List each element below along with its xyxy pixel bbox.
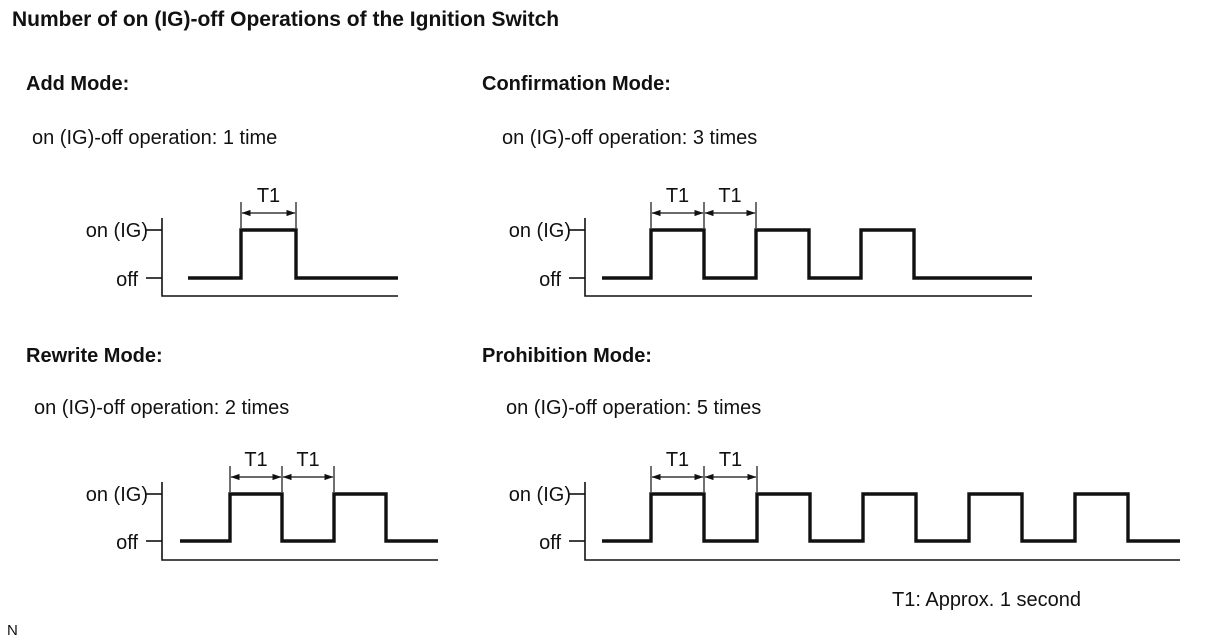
operation-count-text: on (IG)-off operation: 1 time xyxy=(32,127,277,149)
diagram-title: Number of on (IG)-off Operations of the … xyxy=(12,8,559,31)
operation-count-text: on (IG)-off operation: 5 times xyxy=(506,397,761,419)
mode-panel-prohibition: Prohibition Mode: on (IG)-off operation: … xyxy=(482,345,1180,561)
mode-title: Confirmation Mode: xyxy=(482,73,671,95)
operation-count-text: on (IG)-off operation: 3 times xyxy=(502,127,757,149)
mode-title: Add Mode: xyxy=(26,73,129,95)
mode-title: Prohibition Mode: xyxy=(482,345,652,367)
mode-panel-confirmation: Confirmation Mode: on (IG)-off operation:… xyxy=(482,73,1032,297)
on-ig-level-label: on (IG) xyxy=(509,220,571,242)
mode-panels: Add Mode: on (IG)-off operation: 1 time on… xyxy=(26,73,1180,561)
mode-title: Rewrite Mode: xyxy=(26,345,163,367)
corner-mark: N xyxy=(7,622,18,639)
on-ig-level-label: on (IG) xyxy=(509,484,571,506)
off-level-label: off xyxy=(116,532,138,554)
t1-label: T1 xyxy=(718,185,741,207)
axis-line xyxy=(584,482,1180,561)
t1-label: T1 xyxy=(257,185,280,207)
t1-note: T1: Approx. 1 second xyxy=(892,589,1081,611)
t1-label: T1 xyxy=(666,185,689,207)
off-level-label: off xyxy=(539,532,561,554)
off-level-label: off xyxy=(539,269,561,291)
t1-label: T1 xyxy=(719,449,742,471)
mode-panel-add: Add Mode: on (IG)-off operation: 1 time on… xyxy=(26,73,398,297)
t1-label: T1 xyxy=(666,449,689,471)
axis-line xyxy=(584,218,1032,297)
ignition-signal-waveform xyxy=(602,492,1180,543)
ignition-signal-waveform xyxy=(188,228,398,280)
ignition-signal-waveform xyxy=(602,228,1032,280)
axis-line xyxy=(161,218,398,297)
on-ig-level-label: on (IG) xyxy=(86,484,148,506)
ignition-signal-waveform xyxy=(180,492,438,543)
on-ig-level-label: on (IG) xyxy=(86,220,148,242)
t1-label: T1 xyxy=(244,449,267,471)
operation-count-text: on (IG)-off operation: 2 times xyxy=(34,397,289,419)
t1-label: T1 xyxy=(296,449,319,471)
mode-panel-rewrite: Rewrite Mode: on (IG)-off operation: 2 ti… xyxy=(26,345,438,561)
axis-line xyxy=(161,482,438,561)
off-level-label: off xyxy=(116,269,138,291)
